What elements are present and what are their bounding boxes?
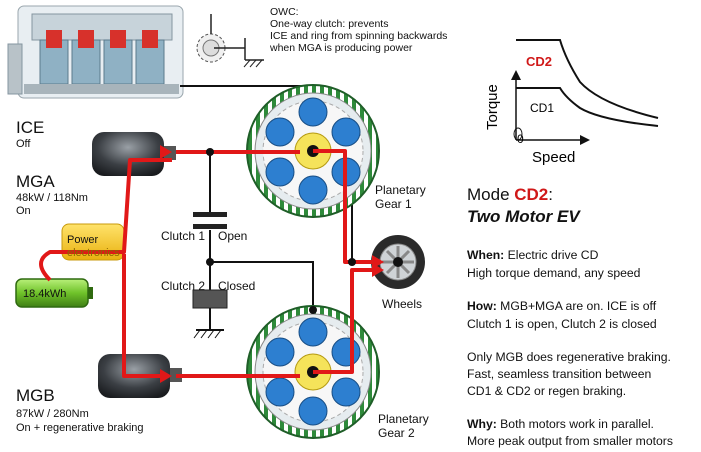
regen-line3: CD1 & CD2 or regen braking. (467, 384, 627, 398)
clutch2-label: Clutch 2 (161, 279, 206, 293)
why-label: Why: (467, 417, 497, 431)
when-label: When: (467, 248, 505, 262)
junction-dots (206, 148, 356, 314)
when-line1: When: Electric drive CD (467, 247, 598, 263)
how-text: MGB+MGA are on. ICE is off (496, 299, 657, 313)
mode-prefix: Mode (467, 185, 515, 204)
gear1-line1: Planetary (375, 183, 426, 197)
wheels-label: Wheels (382, 297, 423, 311)
inset-cd1-label: CD1 (530, 101, 554, 115)
mode-subtitle: Two Motor EV (467, 207, 580, 226)
gear2-line1: Planetary (378, 412, 429, 426)
cd2-curve (516, 39, 659, 119)
mgb-title: MGB (16, 386, 55, 405)
mga-spec: 48kW / 118Nm (16, 192, 88, 204)
clutch1-label: Clutch 1 (161, 229, 206, 243)
clutch2-state: Closed (218, 279, 256, 293)
when-line2: High torque demand, any speed (467, 266, 641, 280)
mode-heading: Mode CD2: (467, 185, 553, 205)
battery-label: 18.4kWh (23, 288, 67, 300)
mga-title: MGA (16, 172, 55, 191)
why-text: Both motors work in parallel. (496, 417, 654, 431)
ice-title: ICE (16, 118, 45, 137)
clutch1-icon (193, 212, 227, 229)
power-electronics-line1: Power (67, 234, 99, 246)
clutch1-state: Open (218, 229, 248, 243)
inset-x-label: Speed (532, 149, 575, 166)
owc-description: OWC: One-way clutch: prevents ICE and ri… (270, 6, 447, 54)
owc-line1: OWC: (270, 6, 299, 18)
ice-state: Off (16, 138, 31, 150)
mgb-state: On + regenerative braking (16, 422, 144, 434)
how-label: How: (467, 299, 497, 313)
why-line2: More peak output from smaller motors (467, 434, 673, 448)
gear2-line2: Gear 2 (378, 426, 415, 440)
inset-cd2-label: CD2 (526, 54, 552, 69)
cd1-curve (516, 87, 659, 127)
power-electronics-line2: electronics (67, 247, 120, 259)
power-flow-arrows (39, 149, 372, 378)
owc-line2: One-way clutch: prevents (270, 18, 389, 30)
owc-line4: when MGA is producing power (270, 42, 413, 54)
inset-y-label: Torque (484, 84, 501, 130)
how-line1: How: MGB+MGA are on. ICE is off (467, 298, 656, 314)
battery-icon (15, 278, 93, 308)
mga-state: On (16, 205, 31, 217)
regen-line1: Only MGB does regenerative braking. (467, 350, 671, 364)
mode-suffix: : (548, 185, 553, 204)
mgb-spec: 87kW / 280Nm (16, 408, 89, 420)
ice-engine-icon (7, 5, 184, 99)
mode-code: CD2 (514, 185, 549, 204)
why-line1: Why: Both motors work in parallel. (467, 416, 654, 432)
how-line2: Clutch 1 is open, Clutch 2 is closed (467, 317, 657, 331)
clutch2-icon (192, 289, 228, 339)
when-text: Electric drive CD (504, 248, 599, 262)
regen-line2: Fast, seamless transition between (467, 367, 652, 381)
owc-line3: ICE and ring from spinning backwards (270, 30, 448, 42)
wheel-icon (371, 235, 425, 289)
owc-clutch-icon (196, 14, 264, 68)
torque-speed-inset: 0 Torque Speed CD2 CD1 (484, 39, 659, 166)
gear1-line2: Gear 1 (375, 197, 412, 211)
power-flow-arrowheads (160, 145, 384, 383)
